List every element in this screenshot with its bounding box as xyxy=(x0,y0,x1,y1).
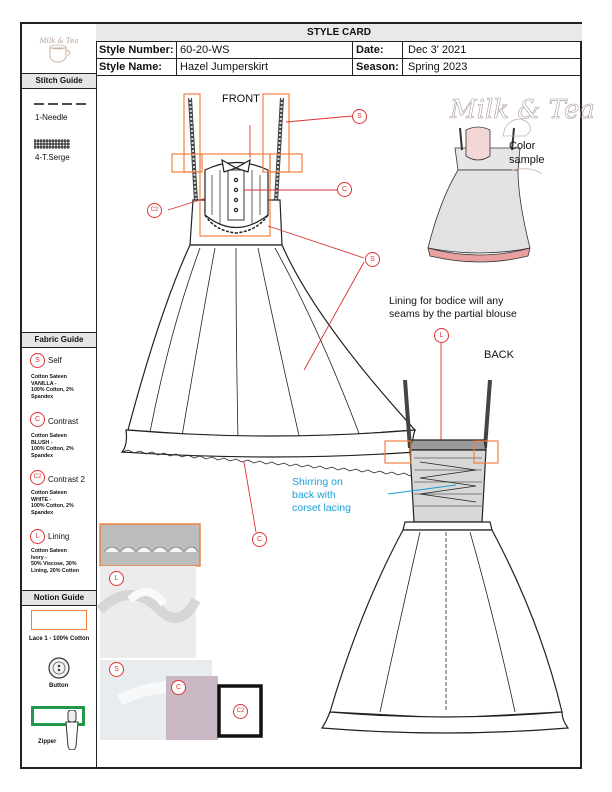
header-row-2: Style Name: Hazel Jumperskirt Season: Sp… xyxy=(96,59,582,76)
svg-text:Milk & Tea: Milk & Tea xyxy=(38,37,78,45)
swatch-contrast-label: C xyxy=(171,680,186,695)
zipper-pull-icon xyxy=(65,710,79,750)
notion-lace-label: Lace 1 - 100% Cotton xyxy=(29,636,90,642)
style-number-value: 60-20-WS xyxy=(180,44,230,56)
notion-button-label: Button xyxy=(49,683,69,689)
notion-guide-title: Notion Guide xyxy=(22,590,96,606)
button-icon xyxy=(48,657,70,679)
contrast2-fabric-icon: C2 xyxy=(30,470,45,485)
style-name-value: Hazel Jumperskirt xyxy=(180,61,269,73)
contrast-fabric-icon: C xyxy=(30,412,45,427)
season-value: Spring 2023 xyxy=(408,61,468,73)
svg-text:Milk & Tea: Milk & Tea xyxy=(449,95,595,125)
swatch-self-label: S xyxy=(109,662,124,677)
brand-logo: Milk & Tea xyxy=(22,24,96,73)
season-label: Season: xyxy=(356,61,399,73)
fabric-contrast2-name: Contrast 2 xyxy=(48,475,85,484)
date-label: Date: xyxy=(356,44,384,56)
zipper-swatch-box xyxy=(31,706,85,726)
serge-stitch-icon xyxy=(34,139,70,149)
notion-zipper-label: Zipper xyxy=(38,739,57,745)
single-needle-stitch-icon xyxy=(34,103,86,105)
style-number-label: Style Number: xyxy=(99,44,174,56)
back-label: BACK xyxy=(484,349,514,361)
callout-self-strap: S xyxy=(352,109,367,124)
callout-lining: L xyxy=(434,328,449,343)
fabric-self-name: Self xyxy=(48,356,62,365)
fabric-lining-name: Lining xyxy=(48,532,70,541)
style-card: Milk & Tea Stitch Guide 1-Needle 4-T.Ser… xyxy=(20,22,582,769)
style-card-title: STYLE CARD xyxy=(96,24,582,42)
fabric-contrast-name: Contrast xyxy=(48,417,79,426)
callout-self-skirt: S xyxy=(365,252,380,267)
callout-contrast-bib: C xyxy=(337,182,352,197)
swatch-contrast2-label: C2 xyxy=(233,704,248,719)
stitch-4-t-serge: 4-T.Serge xyxy=(35,153,70,162)
style-name-label: Style Name: xyxy=(99,61,162,73)
color-sample-dress: Milk & Tea xyxy=(427,95,595,263)
stitch-guide-title: Stitch Guide xyxy=(22,73,96,89)
callout-contrast2-bib: C2 xyxy=(147,203,162,218)
header-row-1: Style Number: 60-20-WS Date: Dec 3' 2021 xyxy=(96,42,582,59)
date-value: Dec 3' 2021 xyxy=(408,44,467,56)
fabric-guide-title: Fabric Guide xyxy=(22,332,96,348)
front-dress-sketch xyxy=(120,97,441,479)
self-fabric-icon: S xyxy=(30,353,45,368)
stitch-1-needle: 1-Needle xyxy=(35,113,68,122)
sidebar: Milk & Tea Stitch Guide 1-Needle 4-T.Ser… xyxy=(22,24,97,767)
front-label: FRONT xyxy=(222,93,260,105)
lace-swatch-box xyxy=(31,610,87,630)
swatch-lining-label: L xyxy=(109,571,124,586)
back-dress-sketch xyxy=(320,379,570,734)
lining-fabric-icon: L xyxy=(30,529,45,544)
callout-contrast-ruffle: C xyxy=(252,532,267,547)
